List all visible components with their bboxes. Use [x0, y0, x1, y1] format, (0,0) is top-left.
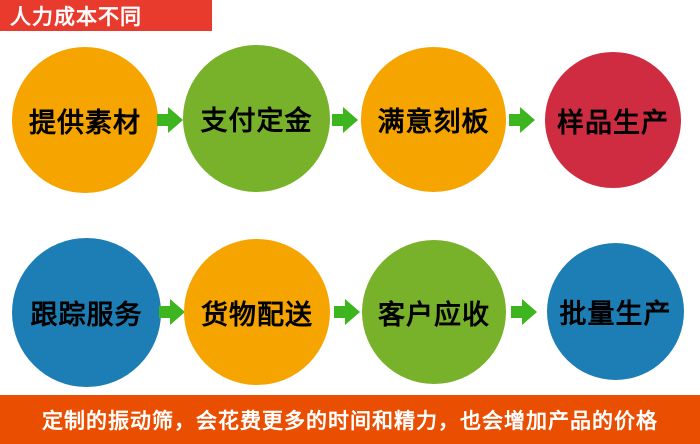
arrow-shaft: [157, 114, 168, 126]
step-label: 满意刻板: [377, 107, 490, 137]
step-label: 客户应收: [378, 299, 490, 330]
footer-note-text: 定制的振动筛，会花费更多的时间和精力，也会增加产品的价格: [42, 409, 658, 433]
step-label: 提供素材: [29, 107, 141, 138]
arrow-right-icon: [157, 107, 183, 133]
arrow-right-icon: [159, 299, 185, 325]
page-title: 人力成本不同: [10, 5, 142, 29]
step-circle-customer-receivable: 客户应收: [362, 240, 506, 384]
step-circle-pay-deposit: 支付定金: [183, 45, 330, 192]
arrow-head: [522, 299, 537, 325]
step-label: 批量生产: [559, 299, 672, 329]
arrow-head: [520, 107, 535, 133]
arrow-head: [170, 299, 185, 325]
step-label: 支付定金: [200, 106, 313, 136]
arrow-right-icon: [334, 299, 360, 325]
arrow-right-icon: [509, 107, 535, 133]
step-circle-provide-materials: 提供素材: [12, 47, 158, 193]
step-circle-sample-production: 样品生产: [545, 52, 681, 188]
arrow-shaft: [159, 306, 170, 318]
arrow-shaft: [511, 306, 522, 318]
arrow-shaft: [509, 114, 520, 126]
title-banner: 人力成本不同: [0, 0, 212, 31]
step-circle-tracking-service: 跟踪服务: [12, 238, 161, 387]
arrow-shaft: [334, 306, 345, 318]
arrow-head: [343, 107, 358, 133]
arrow-right-icon: [511, 299, 537, 325]
footer-note-banner: 定制的振动筛，会花费更多的时间和精力，也会增加产品的价格: [0, 395, 700, 444]
arrow-shaft: [332, 114, 343, 126]
step-label: 样品生产: [557, 107, 669, 138]
arrow-head: [168, 107, 183, 133]
step-label: 跟踪服务: [30, 300, 143, 330]
step-label: 货物配送: [201, 299, 313, 330]
step-circle-goods-delivery: 货物配送: [184, 239, 330, 385]
step-circle-approve-plate: 满意刻板: [361, 47, 506, 192]
arrow-head: [345, 299, 360, 325]
arrow-right-icon: [332, 107, 358, 133]
step-circle-mass-production: 批量生产: [547, 243, 684, 380]
